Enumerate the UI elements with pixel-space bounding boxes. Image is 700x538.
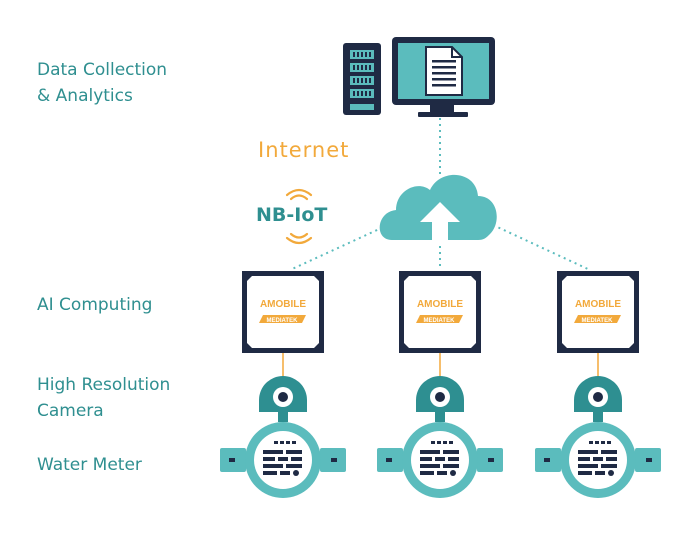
water-meter-icon-1 [220,422,346,498]
connection-lines [289,118,591,271]
chip-maker: MEDIATEK [424,318,456,324]
chip-brand: AMOBILE [575,299,621,310]
chip-brand: AMOBILE [260,299,306,310]
camera-icon-3 [574,376,622,422]
chip-maker: MEDIATEK [582,318,614,324]
signal-wave-icon [285,188,313,245]
monitor-icon [392,37,495,117]
label-ai-computing: AI Computing [37,295,153,315]
water-meter-icon-2 [377,422,503,498]
chip-camera-connectors [282,353,599,380]
internet-label: Internet [258,138,350,162]
ai-chip-2: AMOBILE MEDIATEK [399,271,481,353]
cloud-upload-icon [379,174,497,242]
server-icon [343,43,381,115]
camera-icon-1 [259,376,307,422]
camera-icon-2 [416,376,464,422]
nbiot-label: NB-IoT [256,204,328,226]
label-water-meter: Water Meter [37,455,142,475]
label-camera: High Resolution Camera [37,375,171,421]
chip-maker: MEDIATEK [267,318,299,324]
chip-brand: AMOBILE [417,299,463,310]
label-data-collection: Data Collection & Analytics [37,60,168,106]
water-meter-icon-3 [535,422,661,498]
ai-chip-3: AMOBILE MEDIATEK [557,271,639,353]
ai-chip-1: AMOBILE MEDIATEK [242,271,324,353]
